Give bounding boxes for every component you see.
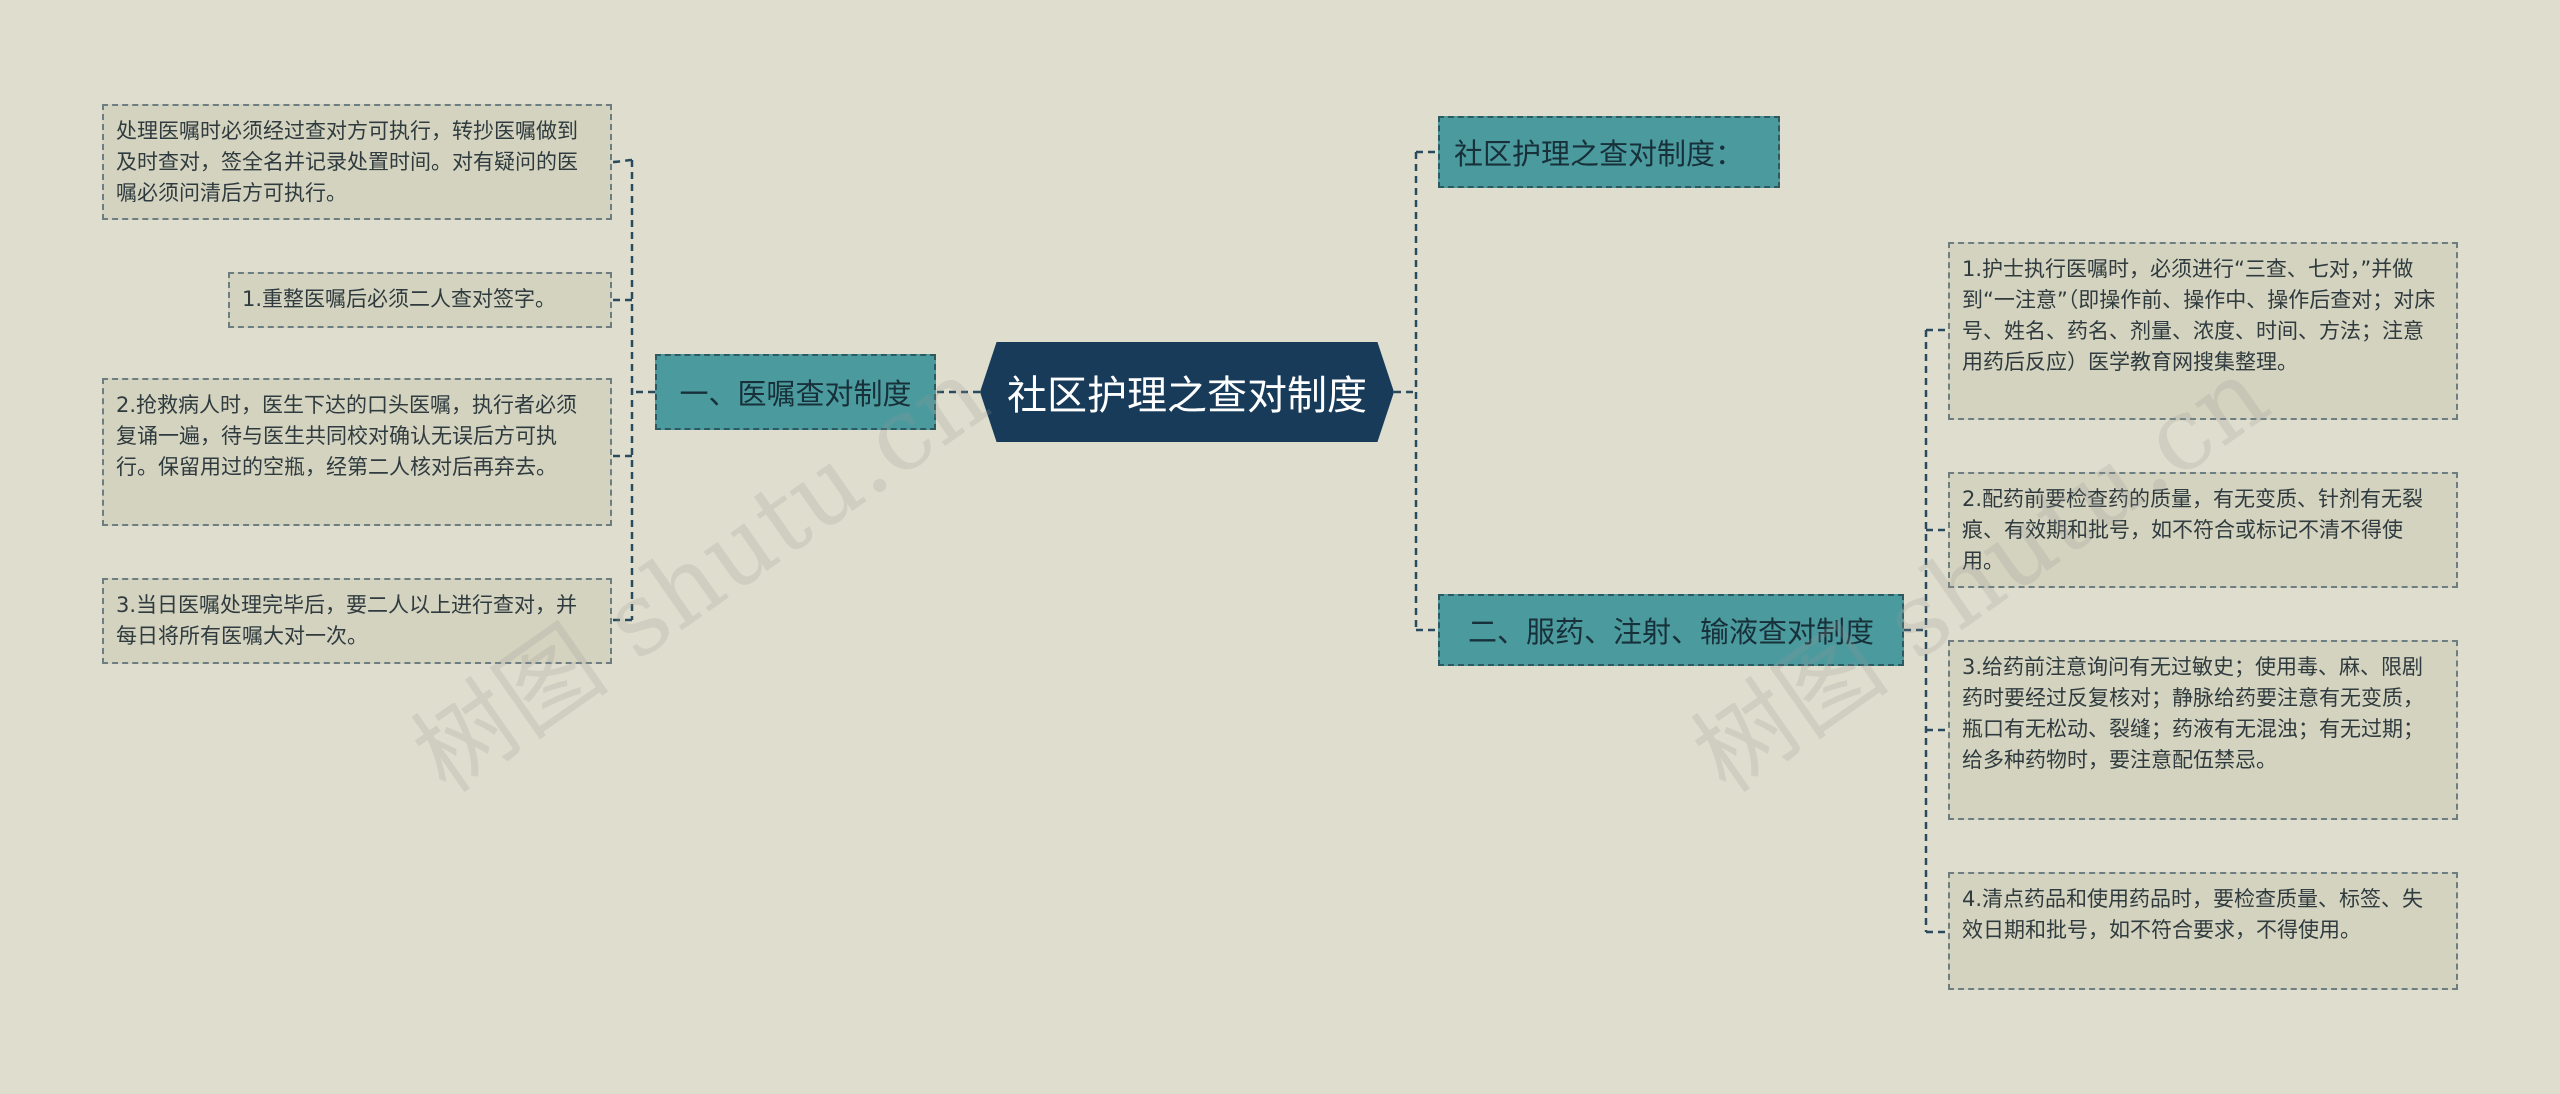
branch-right-bottom-label: 二、服药、注射、输液查对制度 (1467, 615, 1874, 649)
connector-left-trunk (630, 160, 655, 620)
connector-root-right (1394, 152, 1418, 630)
right-leaf-3[interactable]: 3.给药前注意询问有无过敏史；使用毒、麻、限剧药时要经过反复核对；静脉给药要注意… (1948, 640, 2458, 820)
right-leaf-3-text: 3.给药前注意询问有无过敏史；使用毒、麻、限剧药时要经过反复核对；静脉给药要注意… (1962, 655, 2424, 772)
right-leaf-4[interactable]: 4.清点药品和使用药品时，要检查质量、标签、失效日期和批号，如不符合要求，不得使… (1948, 872, 2458, 990)
branch-left-order-check[interactable]: 一、医嘱查对制度 (655, 354, 936, 430)
right-leaf-4-text: 4.清点药品和使用药品时，要检查质量、标签、失效日期和批号，如不符合要求，不得使… (1962, 887, 2424, 942)
left-leaf-2-text: 1.重整医嘱后必须二人查对签字。 (242, 287, 557, 311)
left-leaf-3-text: 2.抢救病人时，医生下达的口头医嘱，执行者必须复诵一遍，待与医生共同校对确认无误… (116, 393, 578, 479)
right-leaf-2[interactable]: 2.配药前要检查药的质量，有无变质、针剂有无裂痕、有效期和批号，如不符合或标记不… (1948, 472, 2458, 588)
branch-right-top[interactable]: 社区护理之查对制度： (1438, 116, 1780, 188)
branch-right-top-label: 社区护理之查对制度： (1454, 137, 1745, 171)
left-leaf-4[interactable]: 3.当日医嘱处理完毕后，要二人以上进行查对，并每日将所有医嘱大对一次。 (102, 578, 612, 664)
branch-right-bottom[interactable]: 二、服药、注射、输液查对制度 (1438, 594, 1904, 666)
connector-right-trunk (1904, 330, 1928, 932)
left-leaf-1-text: 处理医嘱时必须经过查对方可执行，转抄医嘱做到及时查对，签全名并记录处置时间。对有… (116, 119, 578, 205)
connector-left-leaf-1 (611, 158, 633, 164)
branch-left-label: 一、医嘱查对制度 (679, 377, 912, 411)
left-leaf-3[interactable]: 2.抢救病人时，医生下达的口头医嘱，执行者必须复诵一遍，待与医生共同校对确认无误… (102, 378, 612, 526)
right-leaf-1[interactable]: 1.护士执行医嘱时，必须进行“三查、七对，”并做到“一注意”（即操作前、操作中、… (1948, 242, 2458, 420)
left-leaf-1[interactable]: 处理医嘱时必须经过查对方可执行，转抄医嘱做到及时查对，签全名并记录处置时间。对有… (102, 104, 612, 220)
right-leaf-2-text: 2.配药前要检查药的质量，有无变质、针剂有无裂痕、有效期和批号，如不符合或标记不… (1962, 487, 2424, 573)
left-leaf-4-text: 3.当日医嘱处理完毕后，要二人以上进行查对，并每日将所有医嘱大对一次。 (116, 593, 578, 648)
left-leaf-2[interactable]: 1.重整医嘱后必须二人查对签字。 (228, 272, 612, 328)
right-leaf-1-text: 1.护士执行医嘱时，必须进行“三查、七对，”并做到“一注意”（即操作前、操作中、… (1962, 257, 2436, 374)
root-title: 社区护理之查对制度 (1007, 373, 1367, 419)
root-node[interactable]: 社区护理之查对制度 (980, 342, 1394, 442)
